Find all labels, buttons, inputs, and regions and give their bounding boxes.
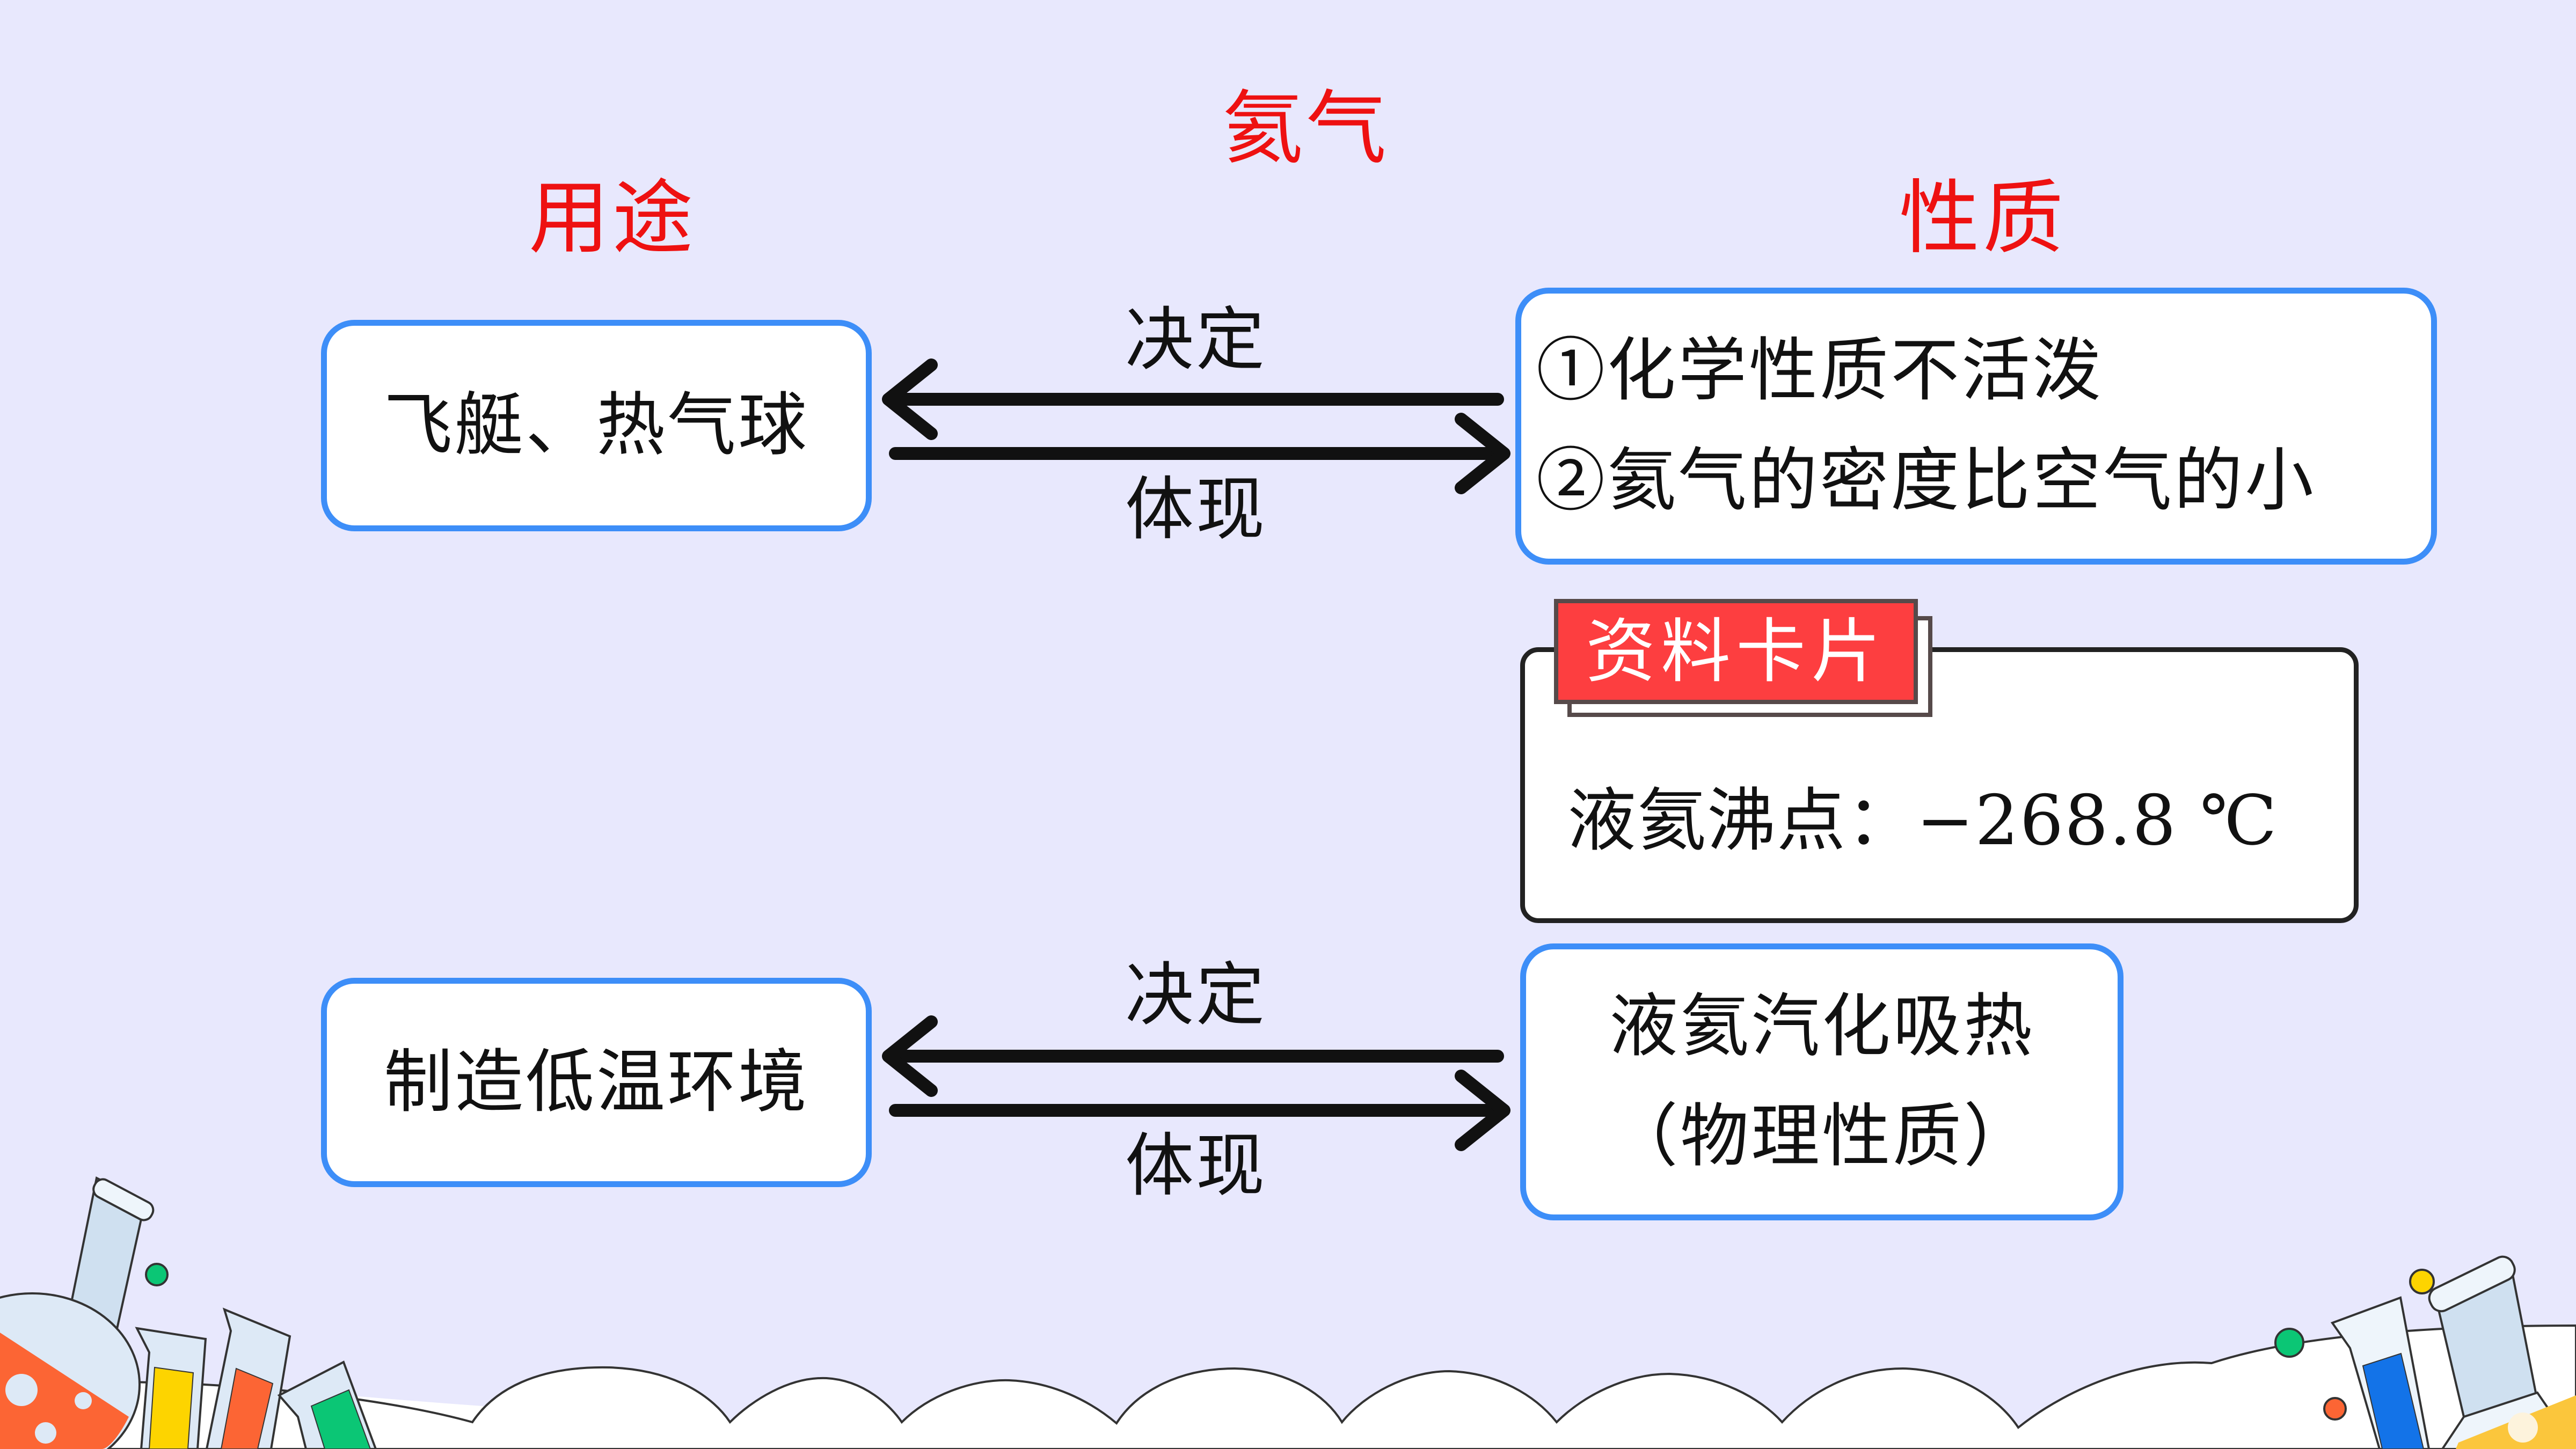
heading-uses: 用途 bbox=[528, 172, 697, 265]
bubble-green-icon bbox=[145, 1263, 169, 1286]
use-text: 飞艇、热气球 bbox=[383, 385, 809, 465]
arrow-label-reflects: 体现 bbox=[1125, 1126, 1267, 1206]
property-line: （物理性质） bbox=[1609, 1096, 2034, 1176]
info-card-tag: 资料卡片 bbox=[1554, 599, 1918, 704]
test-tube-orange-icon bbox=[205, 1307, 291, 1449]
bubble-orange-icon bbox=[2323, 1397, 2347, 1421]
property-line: ①化学性质不活泼 bbox=[1536, 331, 2104, 411]
test-tube-blue-icon bbox=[2330, 1296, 2431, 1449]
conical-flask-icon bbox=[2428, 1255, 2576, 1449]
arrow-label-determines: 决定 bbox=[1125, 955, 1267, 1035]
use-box-1: 飞艇、热气球 bbox=[321, 320, 872, 531]
property-box-1: ①化学性质不活泼 ②氦气的密度比空气的小 bbox=[1515, 288, 2437, 565]
use-text: 制造低温环境 bbox=[383, 1042, 809, 1122]
info-card-text: 液氦沸点：−268.8 ℃ bbox=[1567, 781, 2278, 861]
bubble-green-icon bbox=[2274, 1328, 2304, 1358]
property-box-2: 液氦汽化吸热 （物理性质） bbox=[1520, 943, 2123, 1220]
heading-properties: 性质 bbox=[1899, 172, 2067, 265]
test-tube-green-icon bbox=[277, 1360, 377, 1449]
arrow-left-icon bbox=[882, 358, 1504, 440]
use-box-2: 制造低温环境 bbox=[321, 978, 872, 1187]
arrow-left-icon bbox=[882, 1015, 1504, 1097]
bubble-yellow-icon bbox=[2409, 1269, 2435, 1294]
test-tube-yellow-icon bbox=[135, 1327, 207, 1449]
cloud-bumps bbox=[0, 1324, 2576, 1449]
arrow-label-determines: 决定 bbox=[1125, 300, 1267, 380]
property-line: ②氦气的密度比空气的小 bbox=[1536, 441, 2316, 521]
arrow-right-icon bbox=[889, 413, 1510, 494]
page-title: 氦气 bbox=[1222, 82, 1390, 175]
round-flask-icon bbox=[0, 1176, 155, 1449]
property-line: 液氦汽化吸热 bbox=[1609, 986, 2034, 1067]
arrow-label-reflects: 体现 bbox=[1125, 470, 1267, 550]
arrow-right-icon bbox=[889, 1070, 1510, 1151]
